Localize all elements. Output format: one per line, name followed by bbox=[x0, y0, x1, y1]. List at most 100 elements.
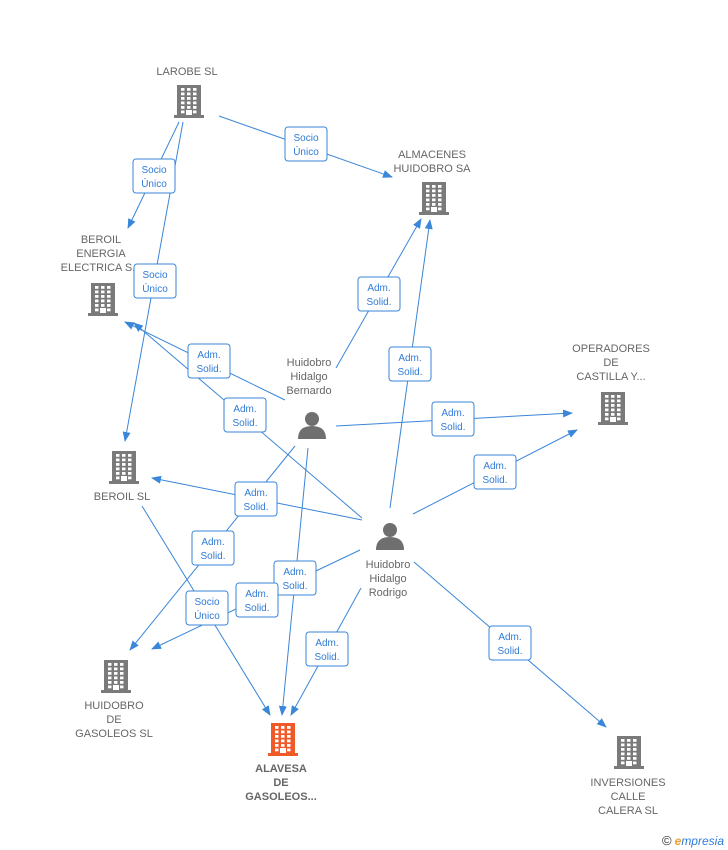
edge-label-line: Solid. bbox=[282, 581, 307, 592]
building-icon bbox=[598, 392, 628, 425]
edge-label-line: Adm. bbox=[283, 567, 306, 578]
edge-label-line: Adm. bbox=[197, 350, 220, 361]
edge-label-line: Adm. bbox=[367, 283, 390, 294]
brand-initial: e bbox=[674, 834, 682, 848]
edge-label-box bbox=[357, 276, 401, 312]
edge-label-line: Socio bbox=[141, 165, 166, 176]
edge-label-line: Adm. bbox=[233, 404, 256, 415]
node-beroil_energia[interactable]: BEROIL ENERGIA ELECTRICA S... bbox=[61, 234, 142, 316]
node-label-line: Bernardo bbox=[286, 385, 331, 397]
person-icon bbox=[298, 412, 326, 439]
node-inversiones[interactable]: INVERSIONES CALLE CALERA SL bbox=[590, 736, 666, 817]
edge-label-line: Único bbox=[293, 145, 319, 158]
node-label-line: DE bbox=[273, 777, 288, 789]
node-gasoleos[interactable]: HUIDOBRO DE GASOLEOS SL bbox=[75, 660, 153, 740]
node-alavesa[interactable]: ALAVESADEGASOLEOS... bbox=[245, 723, 317, 803]
edge-label-line: Adm. bbox=[398, 353, 421, 364]
edge-label-line: Solid. bbox=[232, 418, 257, 429]
node-label-line: DE bbox=[106, 714, 121, 726]
node-label-line: HUIDOBRO SA bbox=[393, 163, 471, 175]
edge-label-rodrigo-to-operadores[interactable]: Adm. Solid. bbox=[473, 454, 517, 490]
node-beroil[interactable]: BEROIL SL bbox=[94, 451, 150, 503]
edge-label-line: Único bbox=[141, 177, 167, 190]
edge-label-line: Solid. bbox=[366, 297, 391, 308]
node-label-line: OPERADORES bbox=[572, 343, 650, 355]
node-label-line: CALERA SL bbox=[598, 805, 658, 817]
node-label-line: BEROIL SL bbox=[94, 491, 150, 503]
edge-label-line: Socio bbox=[293, 133, 318, 144]
building-icon bbox=[109, 451, 139, 484]
edge-label-bernardo-to-almacenes[interactable]: Adm. Solid. bbox=[357, 276, 401, 312]
node-label-line: Rodrigo bbox=[369, 587, 408, 599]
edge-label-rodrigo-to-alavesa[interactable]: Adm.Solid. bbox=[305, 631, 349, 667]
edge-label-line: Adm. bbox=[245, 589, 268, 600]
node-label-line: BEROIL bbox=[81, 234, 121, 246]
edge-label-bernardo-to-gasoleos[interactable]: Adm.Solid. bbox=[191, 530, 235, 566]
node-almacenes[interactable]: ALMACENES HUIDOBRO SA bbox=[393, 149, 471, 215]
node-label-line: HUIDOBRO bbox=[84, 700, 144, 712]
node-label-line: ENERGIA bbox=[76, 248, 126, 260]
node-larobe[interactable]: LAROBE SL bbox=[156, 66, 218, 118]
edge-label-rodrigo-to-beroil_energia[interactable]: Adm. Solid. bbox=[223, 397, 267, 433]
building-icon bbox=[268, 723, 298, 756]
brand-name: mpresia bbox=[681, 834, 724, 848]
node-label-line: ELECTRICA S... bbox=[61, 262, 142, 274]
edge-label-line: Adm. bbox=[244, 488, 267, 499]
edge-label-line: Adm. bbox=[441, 408, 464, 419]
node-label-line: Hidalgo bbox=[290, 371, 327, 383]
edge-label-box bbox=[273, 560, 317, 596]
node-label-line: INVERSIONES bbox=[590, 777, 665, 789]
edge-label-line: Adm. bbox=[483, 461, 506, 472]
node-label-line: CALLE bbox=[611, 791, 646, 803]
node-label-line: ALMACENES bbox=[398, 149, 466, 161]
edge-label-line: Único bbox=[194, 609, 220, 622]
node-label-line: GASOLEOS SL bbox=[75, 728, 153, 740]
edge-label-rodrigo-to-inversiones[interactable]: Adm.Solid. bbox=[488, 625, 532, 661]
edge-label-box bbox=[473, 454, 517, 490]
edge-label-line: Solid. bbox=[482, 475, 507, 486]
edge-label-line: Socio bbox=[142, 270, 167, 281]
edge-label-line: Socio bbox=[194, 597, 219, 608]
edge-label-box bbox=[187, 343, 231, 379]
building-icon bbox=[88, 283, 118, 316]
node-label-line: Hidalgo bbox=[369, 573, 406, 585]
building-icon bbox=[174, 85, 204, 118]
edge-label-box bbox=[235, 582, 279, 618]
node-label-line: Huidobro bbox=[366, 559, 411, 571]
edge-label-line: Solid. bbox=[243, 502, 268, 513]
edge-label-box bbox=[185, 590, 229, 626]
edge-label-box bbox=[388, 346, 432, 382]
node-label-line: LAROBE SL bbox=[156, 66, 217, 78]
edge-label-bernardo-to-alavesa[interactable]: Adm. Solid. bbox=[273, 560, 317, 596]
building-icon bbox=[614, 736, 644, 769]
edge-label-line: Solid. bbox=[314, 652, 339, 663]
edge-label-box bbox=[488, 625, 532, 661]
edge-label-box bbox=[234, 481, 278, 517]
node-label-line: Huidobro bbox=[287, 357, 332, 369]
edge-label-rodrigo-to-gasoleos[interactable]: Adm.Solid. bbox=[235, 582, 279, 618]
edge-label-line: Solid. bbox=[397, 367, 422, 378]
edge-label-line: Solid. bbox=[200, 551, 225, 562]
node-label-line: GASOLEOS... bbox=[245, 791, 317, 803]
edge-label-rodrigo-to-beroil[interactable]: Adm. Solid. bbox=[234, 481, 278, 517]
edge-label-box bbox=[305, 631, 349, 667]
edge-label-line: Único bbox=[142, 282, 168, 295]
edge-label-box bbox=[133, 263, 177, 299]
edge-label-box bbox=[431, 401, 475, 437]
edge-label-rodrigo-to-almacenes[interactable]: Adm. Solid. bbox=[388, 346, 432, 382]
edge-label-bernardo-to-operadores[interactable]: Adm. Solid. bbox=[431, 401, 475, 437]
empresia-watermark: ©empresia bbox=[662, 833, 724, 848]
node-label-line: CASTILLA Y... bbox=[576, 371, 645, 383]
edge-label-box bbox=[284, 126, 328, 162]
edge-label-line: Solid. bbox=[497, 646, 522, 657]
edge-label-box bbox=[191, 530, 235, 566]
edge-label-line: Solid. bbox=[440, 422, 465, 433]
edge-label-bernardo-to-beroil_energia[interactable]: Adm.Solid. bbox=[187, 343, 231, 379]
